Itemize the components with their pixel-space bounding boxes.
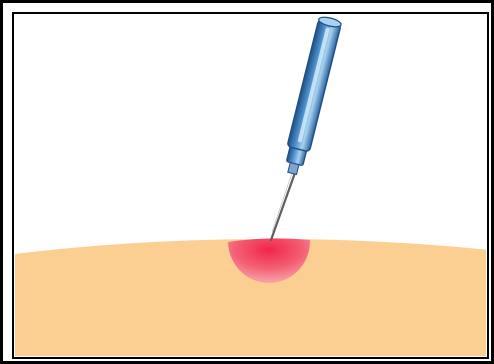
syringe-tip <box>288 163 299 175</box>
